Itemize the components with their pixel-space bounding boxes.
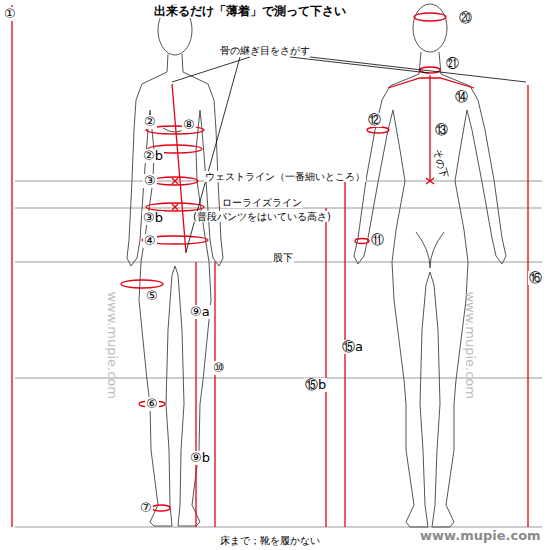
callout-number: ⑳ xyxy=(458,11,473,25)
callout-number: ⑬ xyxy=(434,123,449,137)
leader-lines xyxy=(172,57,526,252)
note-text: ウェストライン（一番細いところ） xyxy=(204,171,366,182)
callout-number: ② xyxy=(143,115,157,129)
body-outline xyxy=(354,52,506,527)
watermark: www.mupie.com xyxy=(420,529,541,543)
callout-number: ③ xyxy=(143,174,157,188)
heading: 出来るだけ「薄着」で測って下さい xyxy=(153,5,347,18)
note-text: その下 xyxy=(432,147,451,181)
marks xyxy=(172,178,434,210)
watermark: www.mupie.com xyxy=(105,291,119,399)
callout-number: ⑪ xyxy=(370,233,385,247)
note-text: ローライズライン xyxy=(221,197,303,208)
callout-number: ⑨b xyxy=(189,451,211,465)
note-text: 骨の継ぎ目をさがす xyxy=(219,45,311,56)
callout-number: ⑭ xyxy=(454,90,469,104)
figure-outlines xyxy=(127,4,506,527)
callout-number: ㉑ xyxy=(445,57,460,71)
callout-number: ②b xyxy=(142,149,164,163)
guide-lines xyxy=(15,181,542,527)
callout-number: ⑩ xyxy=(212,361,226,375)
callout-number: ⑧ xyxy=(182,118,196,132)
callout-number: ⑨a xyxy=(189,305,211,319)
callout-number: ① xyxy=(3,7,17,21)
body-outline xyxy=(127,54,223,526)
callout-number: ⑫ xyxy=(367,113,382,127)
watermark: www.mupie.com xyxy=(463,291,477,399)
callout-number: ⑯ xyxy=(528,271,543,285)
callout-number: ⑤ xyxy=(145,289,159,303)
note-text: (普段パンツをはいている高さ) xyxy=(192,211,332,222)
callout-number: ⑮b xyxy=(304,378,327,392)
callout-number: ④ xyxy=(143,234,157,248)
note-text: 床まで；靴を履かない xyxy=(219,535,321,546)
callout-number: ⑮a xyxy=(341,340,364,354)
callout-number: ③b xyxy=(142,211,164,225)
measure-lines xyxy=(12,5,528,527)
callout-number: ⑥ xyxy=(145,397,159,411)
callout-number: ⑦ xyxy=(139,501,153,515)
note-text: 股下 xyxy=(272,252,294,263)
